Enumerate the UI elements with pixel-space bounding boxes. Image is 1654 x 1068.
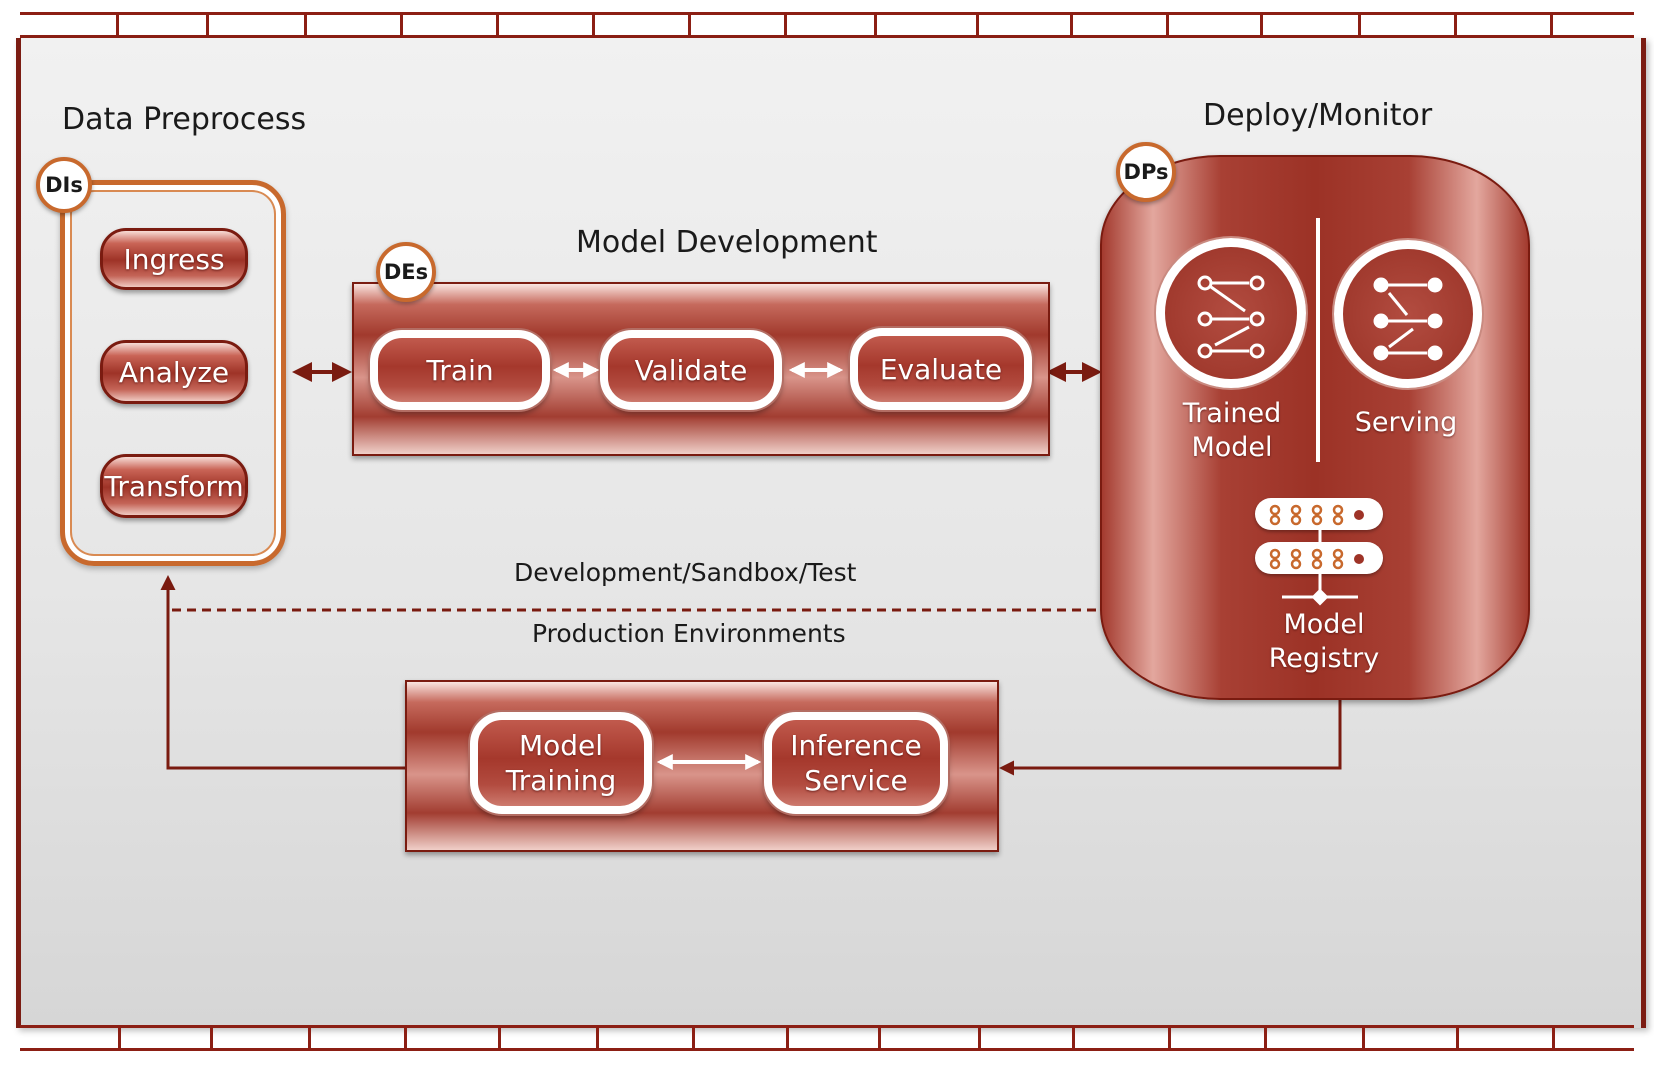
serving-ring: [1334, 240, 1482, 388]
train-step: Train: [370, 330, 550, 410]
trained-model-icon: [1197, 275, 1265, 359]
link-registry-production: [999, 700, 1342, 776]
preprocess-group: [60, 180, 286, 566]
deploy-monitor-title: Deploy/Monitor: [1203, 98, 1433, 133]
dps-badge: DPs: [1116, 142, 1176, 202]
prod-environment-label: Production Environments: [532, 619, 846, 648]
serving-label: Serving: [1354, 407, 1458, 438]
serving-icon: [1373, 277, 1443, 361]
top-rail: [20, 12, 1634, 38]
ingress-step: Ingress: [100, 228, 248, 290]
model-development-title: Model Development: [576, 225, 878, 260]
evaluate-step: Evaluate: [850, 328, 1032, 410]
bottom-rail: [20, 1025, 1634, 1051]
deploy-divider: [1316, 218, 1320, 462]
validate-step: Validate: [600, 330, 782, 410]
trained-model-ring: [1156, 238, 1306, 388]
data-preprocess-title: Data Preprocess: [62, 102, 307, 137]
des-badge: DEs: [376, 242, 436, 302]
dis-badge: DIs: [36, 157, 92, 213]
link-production-feedback: [160, 575, 410, 770]
transform-step: Transform: [100, 454, 248, 518]
dev-environment-label: Development/Sandbox/Test: [514, 558, 857, 587]
deploy-cylinder: [1100, 155, 1530, 700]
analyze-step: Analyze: [100, 340, 248, 404]
